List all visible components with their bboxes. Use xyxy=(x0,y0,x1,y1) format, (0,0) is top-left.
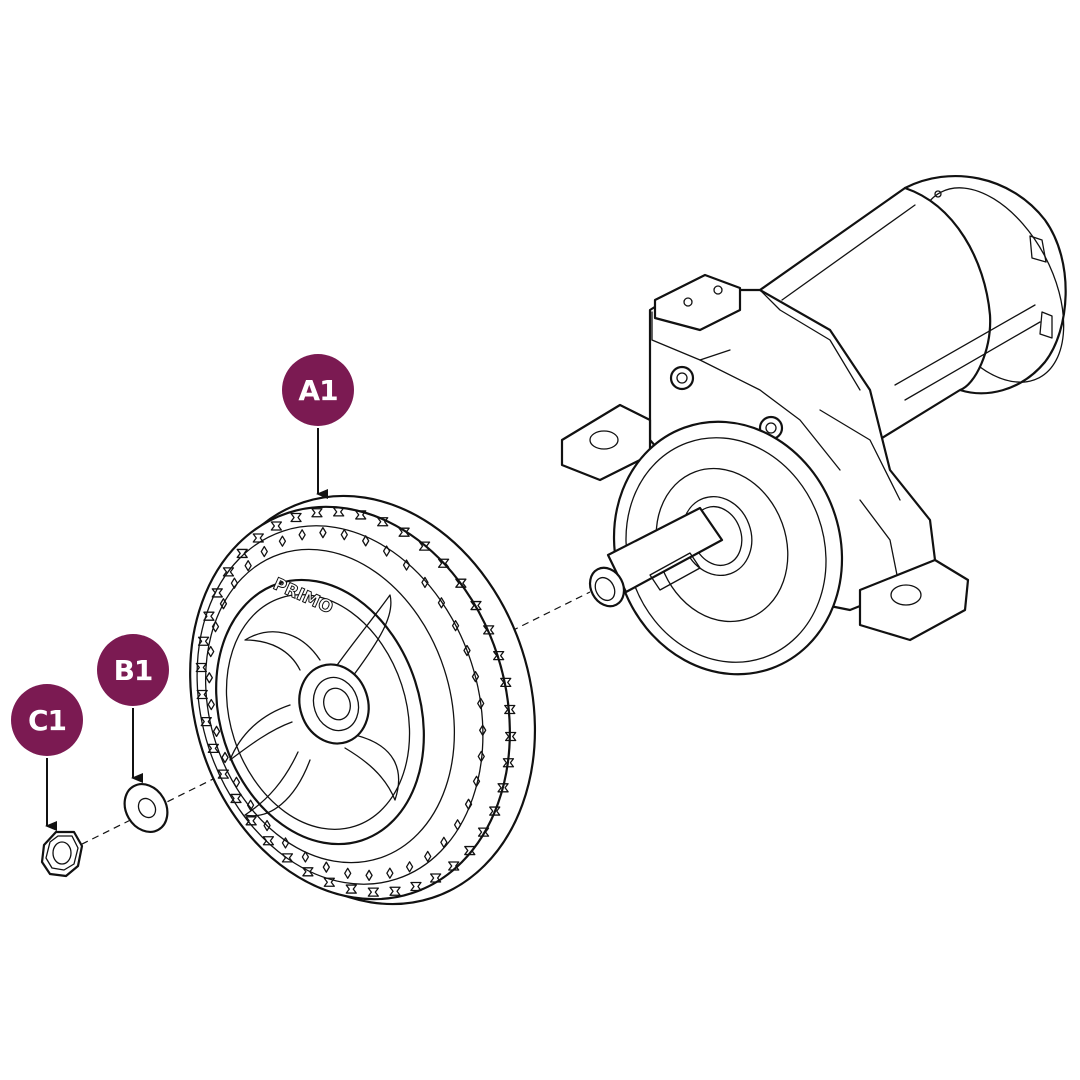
sidewall-rib xyxy=(463,644,471,657)
tire-tread xyxy=(195,507,517,897)
sidewall-rib xyxy=(477,697,485,710)
sidewall-rib xyxy=(298,529,306,541)
sidewall-rib xyxy=(362,535,370,547)
tread-block xyxy=(270,521,283,531)
sidewall-rib xyxy=(440,836,448,848)
sidewall-rib xyxy=(263,819,271,832)
tread-block xyxy=(497,783,509,793)
tread-block xyxy=(262,836,275,846)
sidewall-rib xyxy=(246,799,255,811)
sidewall-rib xyxy=(437,597,446,609)
tread-block xyxy=(377,517,389,527)
tread-block xyxy=(389,886,401,896)
callout-c1: C1 xyxy=(11,684,83,756)
tread-block xyxy=(489,806,501,816)
sidewall-rib xyxy=(319,526,327,539)
tread-block xyxy=(302,867,314,877)
callout-c1-label: C1 xyxy=(27,703,67,737)
sidewall-rib xyxy=(402,559,411,571)
sidewall-rib xyxy=(344,867,352,879)
sidewall-rib xyxy=(281,837,290,849)
sidewall-rib xyxy=(221,751,229,764)
sidewall-rib xyxy=(382,545,391,557)
tread-block xyxy=(477,827,490,837)
hex-nut xyxy=(40,830,84,878)
tread-block xyxy=(281,853,294,863)
callout-b1-label: B1 xyxy=(113,653,154,687)
tread-block xyxy=(211,588,223,598)
washer xyxy=(123,783,169,833)
sidewall-rib xyxy=(212,725,221,738)
sidewall-rib xyxy=(278,535,287,547)
sidewall-rib xyxy=(405,861,414,873)
callout-a1-label: A1 xyxy=(298,373,338,407)
sidewall-rib xyxy=(207,698,215,711)
sidewall-rib xyxy=(479,724,487,736)
tread-block xyxy=(483,625,495,635)
tread-block xyxy=(437,558,450,568)
sidewall-rib xyxy=(244,560,252,572)
tread-block xyxy=(203,611,215,621)
sidewall-rib xyxy=(219,598,228,610)
sidewall-rib xyxy=(477,750,485,763)
tread-block xyxy=(505,731,517,742)
sidewall-rib xyxy=(301,851,310,863)
sidewall-rib xyxy=(211,621,220,633)
sidewall-rib xyxy=(386,867,394,879)
tread-block xyxy=(448,861,460,871)
sidewall-rib xyxy=(424,850,432,863)
motor-transaxle-assembly xyxy=(560,175,1067,676)
tread-block xyxy=(398,527,410,537)
tread-block xyxy=(504,704,516,715)
tread-block xyxy=(245,816,257,826)
rim-spokes xyxy=(229,594,400,817)
tread-block xyxy=(197,636,210,646)
tread-block xyxy=(290,512,302,523)
tread-block xyxy=(502,758,515,768)
callout-b1: B1 xyxy=(97,634,169,706)
tread-block xyxy=(236,548,248,559)
tread-block xyxy=(222,567,235,577)
tread-block xyxy=(418,541,431,551)
sidewall-rib xyxy=(322,861,330,873)
tread-block xyxy=(429,873,442,883)
tread-block xyxy=(410,881,422,892)
tread-block xyxy=(333,507,345,517)
tread-block xyxy=(464,845,476,856)
sidewall-rib xyxy=(232,776,241,788)
sidewall-rib xyxy=(472,775,481,787)
sidewall-rib xyxy=(464,798,473,810)
sidewall-rib xyxy=(260,545,268,558)
sidewall-rib xyxy=(205,672,213,684)
sidewall-rib xyxy=(421,576,429,589)
tread-block xyxy=(345,884,357,894)
tread-block xyxy=(493,650,505,661)
tread-block xyxy=(230,793,242,804)
sidewall-rib xyxy=(207,645,215,658)
tread-block xyxy=(323,877,335,887)
sidewall-rib xyxy=(230,577,239,589)
tread-block xyxy=(200,716,212,727)
sidewall-rib xyxy=(471,670,480,683)
tread-block xyxy=(207,743,219,754)
tread-block xyxy=(500,677,512,688)
tread-block xyxy=(217,769,229,779)
tread-block xyxy=(252,533,264,543)
tread-block xyxy=(355,510,367,520)
tread-block xyxy=(367,887,379,897)
wheel-tire-assembly: PRIMO xyxy=(189,494,537,906)
callout-a1: A1 xyxy=(282,354,354,426)
tread-block xyxy=(195,662,207,673)
sidewall-rib xyxy=(340,529,348,541)
sidewall-rib xyxy=(453,819,462,831)
tread-block xyxy=(311,508,323,518)
housing-bolt-upper xyxy=(669,365,695,391)
sidewall-rib xyxy=(365,869,373,882)
sidewall-rib xyxy=(451,620,460,632)
tread-block xyxy=(470,600,482,611)
tread-block xyxy=(196,689,208,700)
tread-block xyxy=(455,578,467,588)
